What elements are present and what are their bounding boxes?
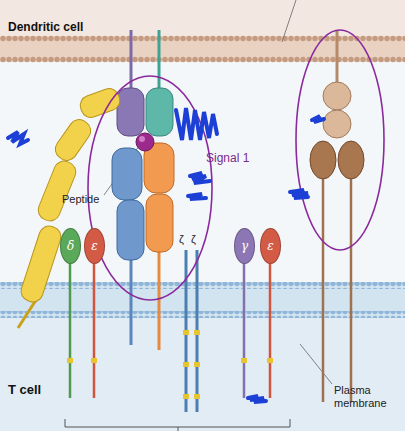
chain-letter: δ: [67, 240, 74, 252]
cd4-stem: [18, 300, 36, 328]
chain-oval: δ: [60, 228, 81, 264]
itam: [183, 330, 189, 335]
itam: [194, 362, 200, 367]
tcr-stem: [130, 255, 133, 345]
tcr-alpha-domain: [112, 148, 142, 200]
cd28-domain: [310, 141, 336, 179]
cd3-stem: [243, 262, 246, 398]
lipid-heads: [0, 35, 405, 42]
cd28-stem: [322, 178, 325, 402]
itam: [194, 330, 200, 335]
mhc-stem: [158, 30, 161, 92]
b7-domain: [323, 110, 351, 138]
chain-letter: γ: [241, 240, 248, 252]
itam: [183, 394, 189, 399]
b7-stem: [336, 30, 339, 84]
cd4-domain: [18, 224, 63, 305]
chain-letter: ε: [91, 240, 97, 252]
mhc-alpha-domain: [117, 88, 144, 136]
mhc-beta-domain: [146, 88, 173, 136]
lipid-heads: [0, 282, 405, 289]
itam: [241, 358, 247, 363]
itam: [67, 358, 73, 363]
cd28-stem: [350, 178, 353, 402]
b7-domain: [323, 82, 351, 110]
tcr-alpha-domain: [117, 200, 144, 260]
scribble: [290, 190, 308, 198]
chain-letter: ε: [267, 240, 273, 252]
lipid-heads: [0, 311, 405, 318]
part-label: ζ: [191, 233, 203, 246]
signal-circle: [88, 76, 212, 300]
part-label: Plasma membrane: [334, 384, 404, 409]
t-cell-cytoplasm: [0, 318, 405, 431]
scribble: [312, 116, 324, 122]
cd4-domain: [51, 116, 94, 165]
dendritic-membrane: [0, 36, 405, 62]
cd4-domain: [77, 86, 122, 120]
tcr-beta-domain: [146, 194, 173, 252]
itam: [267, 358, 273, 363]
chain-oval: γ: [234, 228, 255, 264]
cd3-stem: [269, 262, 272, 398]
itam: [183, 362, 189, 367]
signal-circle: [296, 30, 384, 250]
scribble: [176, 108, 217, 140]
part-label: T cell: [8, 383, 68, 398]
cd3-stem: [93, 262, 96, 398]
part-label: Peptide: [62, 193, 122, 206]
scribble: [8, 108, 324, 402]
leader-line: [300, 344, 332, 384]
t-cell-membrane: [0, 283, 405, 317]
part-label: ζ: [179, 233, 191, 246]
itam: [91, 358, 97, 363]
cd3-stem: [69, 262, 72, 398]
lipid-heads: [0, 56, 405, 63]
scribble: [8, 132, 28, 144]
bracket: [65, 419, 290, 431]
peptide-highlight: [139, 136, 145, 142]
chain-oval: ε: [260, 228, 281, 264]
scribble: [188, 173, 210, 199]
chain-oval: ε: [84, 228, 105, 264]
scribble: [248, 396, 266, 402]
cd4-domain: [35, 158, 79, 224]
part-label: Signal 1: [206, 152, 276, 166]
peptide: [136, 133, 154, 151]
cd28-domain: [338, 141, 364, 179]
tcr-stem: [158, 250, 161, 350]
itam: [194, 394, 200, 399]
part-label: Dendritic cell: [8, 21, 128, 35]
leader-line: [282, 0, 296, 42]
